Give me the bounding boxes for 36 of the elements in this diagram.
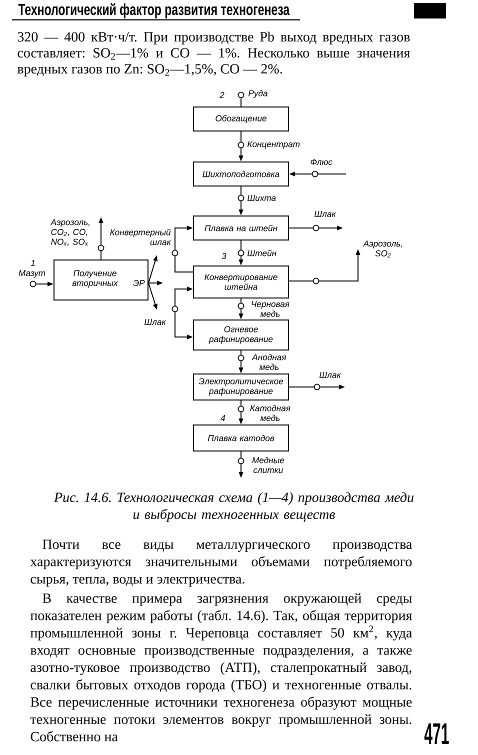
callout-number: 4	[220, 415, 226, 421]
page-number: 471	[424, 723, 449, 744]
emission-label: Аэрозоль, CO$_{2}$, CO, NO$_{x}$, SO$_{x}$	[50, 219, 90, 246]
edge-label: Шлак	[314, 211, 336, 217]
callout-number: 3	[222, 252, 226, 260]
flow-line	[240, 98, 242, 107]
edge-label: Шихта	[247, 195, 276, 201]
process-box: Обогащение	[193, 106, 289, 132]
process-box: Шихтоподготовка	[193, 162, 289, 186]
edge-label: Медные слитки	[252, 456, 284, 474]
edge-label: Шлак	[144, 319, 166, 325]
edge-label: Анодная медь	[252, 354, 286, 370]
edge-label: Черновая медь	[252, 301, 290, 317]
edge-label: Штейн	[247, 250, 276, 256]
edge-label: Конвертерный шлак	[110, 228, 172, 246]
flow-label: Мазут	[18, 270, 46, 278]
process-box: Огневое рафинирование	[193, 320, 289, 350]
process-box: Плавка на штейн	[193, 216, 289, 240]
process-box: Получение вторичных ЭР	[54, 260, 148, 300]
running-head: Технологический фактор развития техногенеза	[18, 3, 290, 18]
body-text: Почти все виды металлургического производства характеризуются значительными объемами потребляемого сырья, тепла, воды и электричества.	[30, 540, 412, 586]
process-box: Конвертирование штейна	[193, 266, 289, 298]
process-box: Плавка катодов	[193, 424, 289, 452]
callout-number: 1	[30, 260, 35, 266]
edge-label: Флюс	[310, 158, 332, 166]
body-text: 320 — 400 кВт·ч/т. При производстве Pb выход вредных газов составляет: SO$_{2}$—1% и CO — 1%. Несколько выше значения вредных газов по Zn: SO$_{2}$—1,5%, CO — 2%.	[17, 32, 410, 76]
figure-caption: Рис. 14.6. Технологическая схема (1—4) производства меди и выбросы техногенных веществ	[54, 492, 414, 522]
body-text: В качестве примера загрязнения окружающей среды показателен режим работы (табл. 14.6). Так, общая территория промышленной зоны г. Череповца составляет 50 км$^{2}$, куда входят основные производственные подразделения, а также азотно-туковое производство (АТП), сталепрокатный завод, свалки бытовых отходов города (ТБО) и техногенные отвалы. Все перечисленные источники техногенеза образуют мощные техногенные потоки элементов вокруг промышленной зоны. Собственно на	[30, 593, 412, 742]
flow-label: Руда	[248, 90, 268, 98]
edge-label: Концентрат	[247, 141, 300, 149]
edge-label: Катодная медь	[250, 404, 290, 422]
callout-number: 2	[220, 92, 224, 98]
emission-label: Аэрозоль, SO$_{2}$	[362, 240, 402, 258]
edge-label: Шлак	[319, 372, 342, 378]
flow-arrow	[174, 226, 194, 272]
process-box: Электролитическое рафинирование	[193, 374, 289, 400]
